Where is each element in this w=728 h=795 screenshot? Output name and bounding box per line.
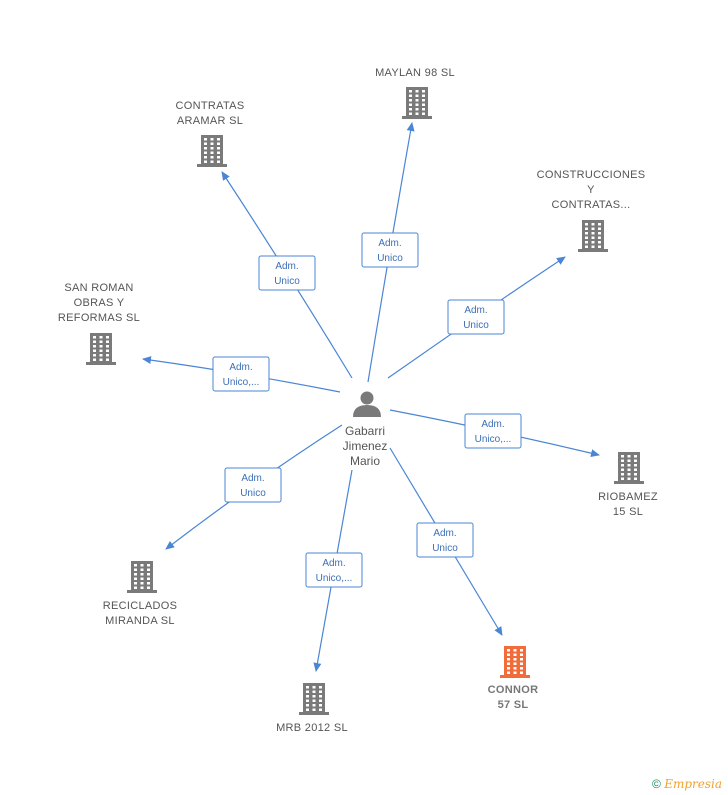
company-name-reciclados-line-2: MIRANDA SL xyxy=(105,615,175,627)
edge-label-reciclados-line-2: Unico xyxy=(240,488,266,499)
person-icon[interactable] xyxy=(353,391,381,418)
edge-label-construcciones-line-2: Unico xyxy=(463,320,489,331)
company-name-mrb[interactable]: MRB 2012 SL xyxy=(276,722,348,734)
edge-label-construcciones[interactable]: Adm. Unico xyxy=(447,299,505,335)
company-name-mrb-line-1: MRB 2012 SL xyxy=(276,722,348,734)
building-icon[interactable] xyxy=(578,220,608,252)
building-icon[interactable] xyxy=(402,87,432,119)
person-name-line-2: Jimenez xyxy=(343,439,388,453)
company-name-contratas-aramar-line-1: CONTRATAS xyxy=(176,100,245,112)
edge-label-riobamez-line-2: Unico,... xyxy=(475,434,512,445)
company-name-connor-line-2: 57 SL xyxy=(498,699,529,711)
company-name-san-roman-line-1: SAN ROMAN xyxy=(64,282,133,294)
company-node-riobamez[interactable]: RIOBAMEZ 15 SL xyxy=(598,452,658,518)
footer-brand[interactable]: © Empresia xyxy=(652,777,722,791)
edge-label-connor[interactable]: Adm. Unico xyxy=(416,522,474,558)
copyright-icon: © xyxy=(652,777,661,791)
company-name-connor[interactable]: CONNOR 57 SL xyxy=(488,684,539,711)
company-name-construcciones-line-2: Y xyxy=(587,184,595,196)
company-name-san-roman-line-3: REFORMAS SL xyxy=(58,312,140,324)
person-name-line-1: Gabarri xyxy=(345,424,385,438)
company-name-connor-line-1: CONNOR xyxy=(488,684,539,696)
nodes-layer: MAYLAN 98 SL CONTRATAS ARAMAR SL CONSTRUCCI… xyxy=(58,67,658,734)
company-name-san-roman-line-2: OBRAS Y xyxy=(74,297,125,309)
company-node-san-roman[interactable]: SAN ROMAN OBRAS Y REFORMAS SL xyxy=(58,282,140,365)
edge-label-connor-line-1: Adm. xyxy=(433,528,456,539)
company-name-maylan[interactable]: MAYLAN 98 SL xyxy=(375,67,455,79)
person-name-line-3: Mario xyxy=(350,454,380,468)
brand-logo-text: Empresia xyxy=(664,777,722,791)
edge-label-maylan[interactable]: Adm. Unico xyxy=(361,232,419,268)
edge-label-connor-line-2: Unico xyxy=(432,543,458,554)
company-node-maylan[interactable]: MAYLAN 98 SL xyxy=(375,67,455,119)
edge-label-reciclados[interactable]: Adm. Unico xyxy=(224,467,282,503)
company-name-reciclados-line-1: RECICLADOS xyxy=(103,600,178,612)
company-name-san-roman[interactable]: SAN ROMAN OBRAS Y REFORMAS SL xyxy=(58,282,140,324)
company-node-construcciones[interactable]: CONSTRUCCIONES Y CONTRATAS... xyxy=(537,169,646,252)
edge-label-mrb-line-1: Adm. xyxy=(322,558,345,569)
company-name-contratas-aramar[interactable]: CONTRATAS ARAMAR SL xyxy=(176,100,245,127)
company-name-riobamez-line-2: 15 SL xyxy=(613,506,643,518)
company-node-reciclados[interactable]: RECICLADOS MIRANDA SL xyxy=(103,561,178,627)
company-name-reciclados[interactable]: RECICLADOS MIRANDA SL xyxy=(103,600,178,627)
building-icon[interactable] xyxy=(197,135,227,167)
edge-label-maylan-line-2: Unico xyxy=(377,253,403,264)
company-name-construcciones[interactable]: CONSTRUCCIONES Y CONTRATAS... xyxy=(537,169,646,211)
edge-label-riobamez-line-1: Adm. xyxy=(481,419,504,430)
building-icon[interactable] xyxy=(500,646,530,678)
edge-label-mrb-line-2: Unico,... xyxy=(316,573,353,584)
building-icon[interactable] xyxy=(127,561,157,593)
company-name-riobamez-line-1: RIOBAMEZ xyxy=(598,491,658,503)
company-name-contratas-aramar-line-2: ARAMAR SL xyxy=(177,115,243,127)
edge-label-san-roman-line-1: Adm. xyxy=(229,362,252,373)
edge-label-construcciones-line-1: Adm. xyxy=(464,305,487,316)
edge-label-riobamez[interactable]: Adm. Unico,... xyxy=(464,413,522,449)
edge-label-reciclados-line-1: Adm. xyxy=(241,473,264,484)
edge-label-san-roman-line-2: Unico,... xyxy=(223,377,260,388)
edge-label-mrb[interactable]: Adm. Unico,... xyxy=(305,552,363,588)
edges-layer: Adm.UnicoAdm.UnicoAdm.UnicoAdm.Unico,...… xyxy=(142,122,600,672)
edge-label-contratas-aramar-line-1: Adm. xyxy=(275,261,298,272)
company-node-connor[interactable]: CONNOR 57 SL xyxy=(488,646,539,711)
company-node-contratas-aramar[interactable]: CONTRATAS ARAMAR SL xyxy=(176,100,245,167)
edge-label-contratas-aramar-line-2: Unico xyxy=(274,276,300,287)
company-name-construcciones-line-3: CONTRATAS... xyxy=(552,199,631,211)
company-name-maylan-line-1: MAYLAN 98 SL xyxy=(375,67,455,79)
edge-label-contratas-aramar[interactable]: Adm. Unico xyxy=(258,255,316,291)
company-node-mrb[interactable]: MRB 2012 SL xyxy=(276,683,348,734)
edge-label-san-roman[interactable]: Adm. Unico,... xyxy=(212,356,270,392)
edge-label-maylan-line-1: Adm. xyxy=(378,238,401,249)
company-name-construcciones-line-1: CONSTRUCCIONES xyxy=(537,169,646,181)
building-icon[interactable] xyxy=(614,452,644,484)
building-icon[interactable] xyxy=(86,333,116,365)
company-name-riobamez[interactable]: RIOBAMEZ 15 SL xyxy=(598,491,658,518)
building-icon[interactable] xyxy=(299,683,329,715)
